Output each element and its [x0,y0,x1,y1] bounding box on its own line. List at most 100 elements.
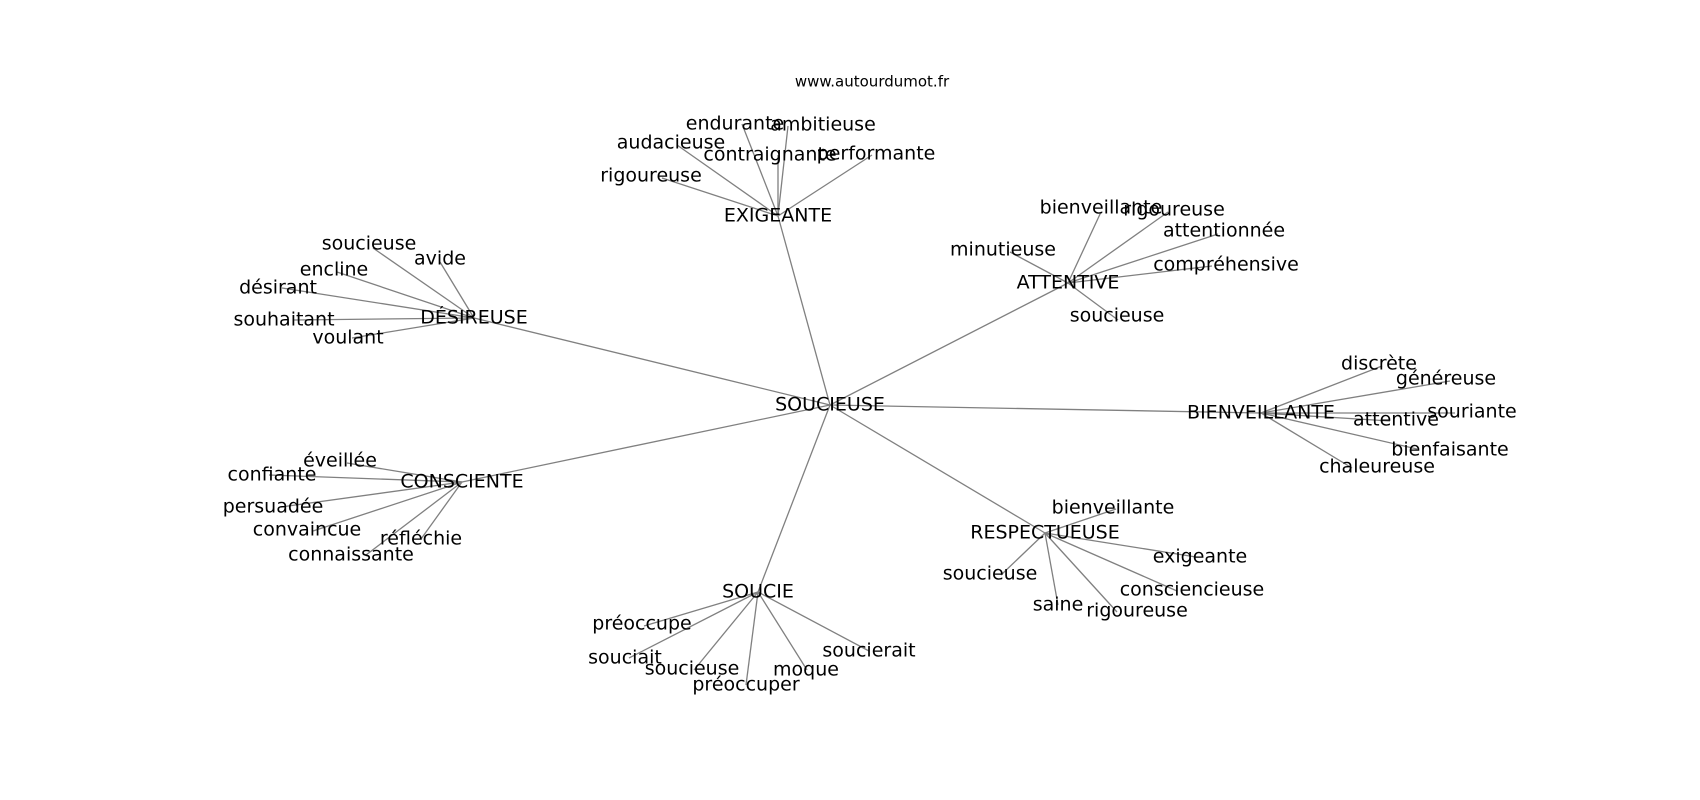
edge-group-to-word [1067,211,1102,284]
edge-group-to-word [1260,380,1451,414]
word-node-label: soucieuse [645,658,740,680]
edge-group-to-word [268,474,463,483]
edge-group-to-word [1067,233,1219,284]
edge-group-to-word [312,481,463,532]
word-node-label: minutieuse [950,239,1056,261]
site-watermark: www.autourdumot.fr [795,73,950,91]
edge-group-to-word [757,591,870,652]
edge-group-to-word [661,177,779,217]
edge-group-to-word [1067,211,1169,284]
edge-group-to-word [643,591,759,627]
edge-group-to-word [293,317,475,321]
edge-group-to-word [1044,532,1118,613]
edge-group-to-word [777,125,789,217]
edge-root-to-group [829,404,1046,534]
word-node-label: souciait [588,647,662,669]
word-node-label: audacieuse [617,132,725,154]
word-node-label: souriante [1427,401,1516,423]
edge-group-to-word [693,591,759,671]
group-node-label: EXIGEANTE [724,205,832,227]
word-node-label: rigoureuse [1123,199,1225,221]
edge-root-to-group [757,404,831,593]
word-node-label: préoccuper [692,674,799,696]
word-node-label: contraignante [703,144,836,166]
edge-root-to-group [777,215,831,406]
edge-group-to-word [1067,282,1119,321]
word-node-label: avide [414,248,466,270]
word-node-label: rigoureuse [600,165,702,187]
edge-group-to-word [1000,532,1046,576]
edge-group-to-word [628,591,759,659]
word-node-label: moque [773,659,839,681]
word-node-label: endurante [686,113,784,135]
edge-group-to-word [1260,412,1391,422]
edge-root-to-group [473,317,831,406]
word-node-label: consciencieuse [1120,579,1265,601]
root-node-label: SOUCIEUSE [775,394,885,416]
edges-layer [268,123,1455,686]
word-node-label: exigeante [1153,546,1247,568]
word-node-label: saine [1033,594,1084,616]
word-node-label: voulant [312,327,383,349]
word-node-label: confiante [228,464,317,486]
word-node-label: bienveillante [1052,497,1175,519]
edge-group-to-word [777,154,873,217]
edge-group-to-word [365,481,463,556]
edge-group-to-word [439,261,475,319]
word-node-label: soucieuse [322,233,417,255]
word-node-label: attentive [1353,409,1439,431]
edge-group-to-word [1044,508,1117,534]
group-node-label: SOUCIE [722,581,794,603]
word-node-label: généreuse [1396,368,1496,390]
edge-group-to-word [1260,412,1353,469]
edge-group-to-word [336,271,475,319]
word-node-label: encline [300,259,368,281]
word-node-label: souhaitant [233,309,334,331]
word-node-label: éveillée [303,450,377,472]
word-node-label: discrète [1341,353,1417,375]
edge-group-to-word [346,462,463,483]
word-node-label: bienfaisante [1391,439,1508,461]
word-node-label: soucieuse [943,563,1038,585]
group-node-label: BIENVEILLANTE [1187,402,1335,424]
edge-group-to-word [745,591,759,686]
word-node-label: convaincue [253,519,362,541]
word-node-label: attentionnée [1163,220,1285,242]
word-node-label: persuadée [223,496,324,518]
edge-group-to-word [1044,532,1197,558]
edge-group-to-word [1044,532,1178,592]
edge-group-to-word [420,481,463,540]
edge-root-to-group [829,404,1262,414]
edge-group-to-word [372,247,475,319]
edge-group-to-word [281,287,475,319]
word-node-label: préoccupe [592,613,691,635]
word-node-label: rigoureuse [1086,600,1188,622]
edge-group-to-word [351,317,475,339]
edge-group-to-word [676,144,779,217]
edge-group-to-word [1260,412,1418,450]
group-node-label: CONSCIENTE [400,471,523,493]
edge-group-to-word [1260,365,1383,414]
word-node-label: chaleureuse [1319,456,1435,478]
word-node-label: bienveillante [1040,197,1163,219]
edge-group-to-word [1009,251,1069,284]
word-node-label: désirant [239,277,317,299]
group-node-label: DÉSIREUSE [420,306,527,329]
edge-root-to-group [829,282,1069,406]
edge-group-to-word [741,123,779,217]
word-node-label: connaissante [288,544,414,566]
group-node-label: RESPECTUEUSE [970,522,1120,544]
word-node-label: performante [817,143,936,165]
edge-group-to-word [1067,265,1213,284]
group-node-label: ATTENTIVE [1017,272,1120,294]
word-node-label: réfléchie [380,528,462,550]
edge-group-to-word [1044,532,1059,606]
word-node-label: ambitieuse [770,114,876,136]
word-node-label: compréhensive [1153,254,1299,276]
edge-group-to-word [757,591,808,671]
edge-root-to-group [461,404,831,483]
word-node-label: soucierait [822,640,915,662]
edge-group-to-word [280,481,463,508]
